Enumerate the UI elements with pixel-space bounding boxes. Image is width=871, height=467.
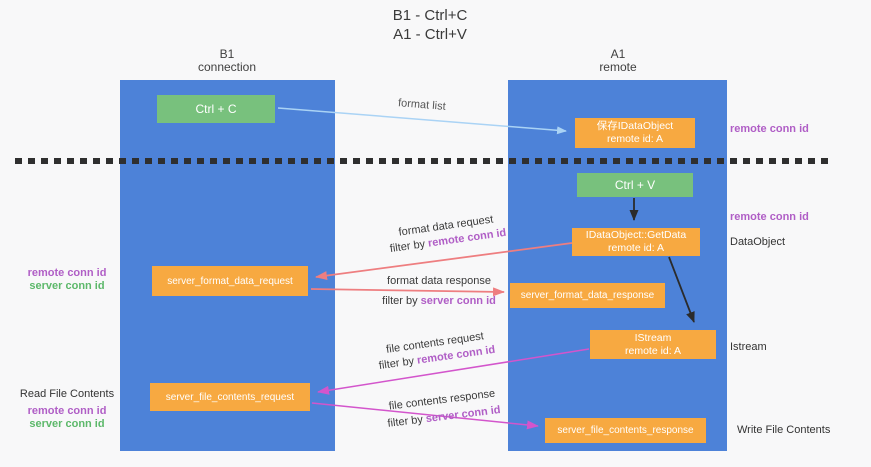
server-conn-id-key: server conn id [420, 295, 496, 307]
label-write-file-contents: Write File Contents [737, 424, 831, 436]
label-format-data-response: format data response filter by server co… [354, 275, 524, 307]
node-server-format-data-response: server_format_data_response [510, 283, 665, 308]
save-idataobject-line2: remote id: A [606, 133, 664, 145]
label-remote-conn-id-mid: remote conn id [730, 211, 809, 223]
node-server-format-data-request: server_format_data_request [152, 266, 308, 296]
istream-line2: remote id: A [624, 344, 682, 357]
lane-a1-name: A1 [610, 47, 626, 61]
format-response-label: server_format_data_response [520, 290, 655, 301]
label-left-remote-conn-id-bottom: remote conn id [27, 405, 107, 417]
filter-by-text: filter by [378, 354, 418, 373]
label-read-file-contents: Read File Contents [19, 388, 115, 400]
label-istream: Istream [730, 341, 767, 353]
label-dataobject: DataObject [730, 236, 786, 248]
istream-line1: IStream [634, 331, 672, 344]
label-group-read-file: Read File Contents remote conn id server… [12, 388, 122, 431]
lane-header-b1: B1 connection [170, 48, 284, 74]
label-file-contents-request: file contents request filter by remote c… [350, 325, 522, 375]
label-remote-conn-id-top: remote conn id [730, 123, 809, 135]
file-request-label: server_file_contents_request [165, 391, 295, 403]
lane-b1-role: connection [197, 60, 257, 74]
filter-by-text: filter by [382, 295, 421, 307]
label-left-server-conn-id: server conn id [29, 280, 105, 292]
getdata-line1: IDataObject::GetData [585, 229, 687, 241]
dashed-divider [15, 158, 832, 164]
lane-header-a1: A1 remote [561, 48, 675, 74]
node-server-file-contents-response: server_file_contents_response [545, 418, 706, 443]
save-idataobject-line1: 保存IDataObject [596, 120, 674, 132]
lane-b1-name: B1 [219, 47, 235, 61]
node-ctrl-v: Ctrl + V [577, 173, 693, 197]
lane-a1-role: remote [599, 60, 637, 74]
ctrl-c-label: Ctrl + C [195, 101, 237, 116]
node-server-file-contents-request: server_file_contents_request [150, 383, 310, 411]
label-group-format-conn-ids: remote conn id server conn id [12, 267, 122, 293]
node-ctrl-c: Ctrl + C [157, 95, 275, 123]
node-istream: IStream remote id: A [590, 330, 716, 359]
label-file-contents-response: file contents response filter by server … [357, 384, 529, 434]
label-format-list: format list [397, 97, 447, 113]
label-left-server-conn-id-bottom: server conn id [29, 418, 105, 430]
title-line-1: B1 - Ctrl+C [392, 7, 468, 24]
diagram-title: B1 - Ctrl+C A1 - Ctrl+V [330, 6, 530, 44]
format-data-response-filter: filter by server conn id [354, 295, 524, 307]
ctrl-v-label: Ctrl + V [614, 177, 656, 192]
label-left-remote-conn-id: remote conn id [27, 267, 107, 279]
node-save-idataobject: 保存IDataObject remote id: A [575, 118, 695, 148]
file-response-label: server_file_contents_response [557, 425, 694, 436]
filter-by-text: filter by [389, 237, 429, 256]
filter-by-text: filter by [386, 413, 427, 430]
format-request-label: server_format_data_request [167, 275, 293, 287]
format-data-response-line: format data response [387, 275, 491, 287]
node-idataobject-getdata: IDataObject::GetData remote id: A [572, 228, 700, 256]
title-line-2: A1 - Ctrl+V [393, 26, 467, 43]
getdata-line2: remote id: A [607, 242, 665, 254]
server-conn-id-key: server conn id [425, 404, 502, 426]
